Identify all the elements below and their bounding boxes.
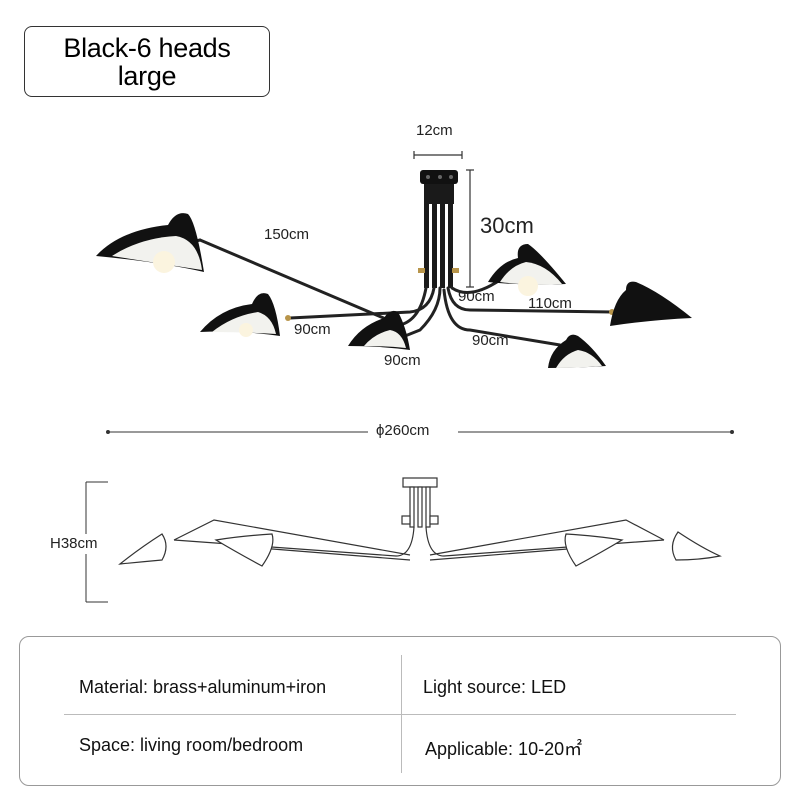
arm-a-label: 90cm bbox=[294, 321, 331, 338]
lamp-shade bbox=[200, 293, 280, 337]
lamp-shade bbox=[488, 244, 566, 296]
canopy-height-label: 30cm bbox=[480, 213, 534, 238]
spec-table: Material: brass+aluminum+iron Light sour… bbox=[19, 636, 781, 786]
canopy-width-dimension bbox=[413, 151, 463, 159]
arm-e-label: 110cm bbox=[528, 295, 572, 312]
height-dimension bbox=[85, 481, 108, 603]
arm-d-label: 90cm bbox=[472, 332, 509, 349]
lamp-shade bbox=[96, 213, 204, 273]
arm-long-label: 150cm bbox=[264, 226, 310, 243]
lamp-shade bbox=[548, 334, 606, 368]
arm-c-label: 90cm bbox=[458, 288, 495, 305]
lamp-illustration bbox=[85, 151, 734, 603]
canopy-height-dimension bbox=[466, 169, 474, 288]
spec-light-source: Light source: LED bbox=[423, 677, 567, 697]
diameter-label: ϕ260cm bbox=[376, 422, 430, 439]
spec-material: Material: brass+aluminum+iron bbox=[79, 677, 327, 697]
spec-divider-vertical bbox=[401, 655, 402, 773]
lamp-top-view bbox=[96, 170, 692, 368]
variant-title-line2: large bbox=[117, 60, 177, 91]
spec-applicable: Applicable: 10-20㎡ bbox=[425, 739, 583, 759]
canopy-width-label: 12cm bbox=[416, 122, 453, 139]
lamp-shade bbox=[610, 281, 692, 326]
arm-b-label: 90cm bbox=[384, 352, 421, 369]
product-variant-label: Black-6 heads large bbox=[24, 26, 270, 97]
height-label: H38cm bbox=[50, 535, 98, 552]
variant-title-line1: Black-6 heads bbox=[63, 32, 231, 63]
lamp-side-view bbox=[118, 477, 722, 567]
diameter-dimension bbox=[106, 430, 734, 434]
lamp-shade bbox=[348, 310, 410, 350]
spec-divider-horizontal bbox=[64, 714, 736, 715]
spec-space: Space: living room/bedroom bbox=[79, 735, 304, 755]
